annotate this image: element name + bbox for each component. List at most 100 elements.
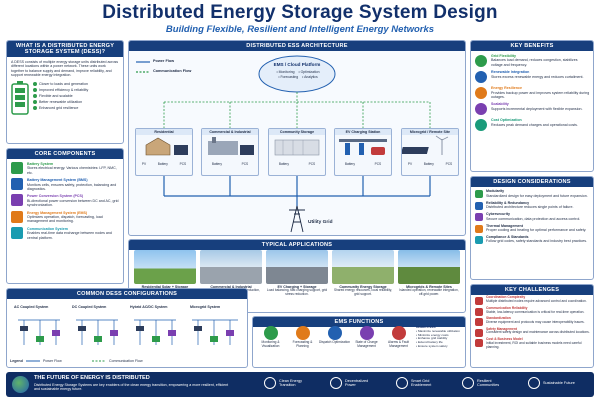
config-title: DC Coupled System bbox=[72, 305, 107, 309]
site-commercial: Commercial & Industrial Battery PCS bbox=[201, 128, 259, 176]
grid-flexibility-icon bbox=[475, 55, 487, 67]
community-icon bbox=[462, 377, 474, 389]
footer-title: THE FUTURE OF ENERGY IS DISTRIBUTED bbox=[34, 375, 150, 381]
configurations-heading: COMMON DESS CONFIGURATIONS bbox=[7, 289, 247, 299]
money-icon bbox=[475, 338, 483, 347]
compliance-icon bbox=[475, 235, 483, 244]
cloud-item: • Optimization bbox=[298, 70, 320, 74]
footer-tile: Sustainable Future bbox=[528, 377, 577, 389]
footer-tile: Clean Energy Transition bbox=[264, 377, 313, 389]
what-is-bullet: Enhanced grid resilience bbox=[33, 106, 119, 111]
challenges-heading: KEY CHALLENGES bbox=[471, 285, 593, 295]
coordination-icon bbox=[475, 297, 483, 306]
cloud-platform-title: EMS / Cloud Platform bbox=[273, 62, 321, 67]
unit-label: PCS bbox=[179, 162, 187, 166]
footer-banner: THE FUTURE OF ENERGY IS DISTRIBUTED Dist… bbox=[6, 372, 594, 397]
battery-soc-icon bbox=[359, 326, 374, 340]
core-components-heading: CORE COMPONENTS bbox=[7, 149, 123, 159]
monitor-icon bbox=[263, 326, 278, 340]
unit-label: PV bbox=[407, 162, 413, 166]
ems-function-monitoring: Monitoring & Visualization bbox=[255, 324, 286, 362]
what-is-body: A DESS consists of multiple energy stora… bbox=[11, 60, 119, 78]
component-item: Energy Management System (EMS)Optimizes … bbox=[11, 210, 119, 224]
ems-objectives: OBJECTIVES • Maximize renewable utilizat… bbox=[416, 325, 464, 349]
page-title: Distributed Energy Storage System Design bbox=[102, 2, 498, 23]
site-ev-charging: EV Charging Station Battery PCS bbox=[334, 128, 392, 176]
component-item: Power Conversion System (PCS)Bi-directio… bbox=[11, 194, 119, 207]
leaf-icon bbox=[264, 377, 276, 389]
legend-comm: Communication Flow bbox=[109, 359, 143, 363]
site-community: Community Storage Battery PCS bbox=[268, 128, 326, 176]
what-is-heading: WHAT IS A DISTRIBUTED ENERGY STORAGE SYS… bbox=[7, 41, 123, 57]
configurations-panel: COMMON DESS CONFIGURATIONS bbox=[6, 288, 248, 368]
footer-text: Distributed Energy Storage Systems are k… bbox=[34, 383, 229, 392]
what-is-bullet: Improved efficiency & reliability bbox=[33, 88, 119, 93]
footer-tile: Decentralized Power bbox=[330, 377, 379, 389]
cloud-item: • Monitoring bbox=[276, 70, 295, 74]
legend-comm-label: Communication Flow bbox=[153, 69, 192, 73]
house-icon bbox=[145, 137, 188, 156]
app-ev-charging: EV Charging + Storage Load balancing, fa… bbox=[266, 250, 328, 312]
warning-icon bbox=[475, 328, 483, 337]
cost-icon bbox=[475, 119, 487, 132]
standards-icon bbox=[475, 318, 483, 327]
unit-label: Battery bbox=[211, 162, 222, 166]
unit-label: Battery bbox=[278, 162, 289, 166]
battery-system-icon bbox=[11, 162, 23, 174]
footer-tile: Resilient Communities bbox=[462, 377, 511, 389]
objective-item: • Enhance grid stability bbox=[416, 336, 448, 341]
ems-function-dispatch: Dispatch Optimization bbox=[319, 324, 350, 362]
renewable-icon bbox=[475, 71, 487, 84]
factory-icon bbox=[208, 137, 254, 155]
battery-icon bbox=[11, 80, 29, 115]
legend-power: Power Flow bbox=[43, 359, 62, 363]
config-title: AC Coupled System bbox=[14, 305, 49, 309]
globe-icon bbox=[528, 377, 540, 389]
legend-power-label: Power Flow bbox=[153, 59, 175, 63]
objective-item: • Ensure system safety bbox=[416, 343, 448, 348]
utility-grid-label: Utility Grid bbox=[308, 220, 333, 225]
modularity-icon bbox=[475, 190, 483, 199]
thermometer-icon bbox=[475, 224, 483, 233]
unit-label: PV bbox=[141, 162, 147, 166]
design-heading: DESIGN CONSIDERATIONS bbox=[471, 177, 593, 187]
ems-heading: EMS FUNCTIONS bbox=[253, 317, 465, 327]
resilience-icon bbox=[475, 87, 487, 100]
unit-label: PCS bbox=[241, 162, 249, 166]
benefits-heading: KEY BENEFITS bbox=[471, 41, 593, 51]
what-is-bullet: Closer to loads and generation bbox=[33, 82, 119, 87]
alarm-icon bbox=[391, 326, 406, 340]
shield-icon bbox=[475, 213, 483, 222]
unit-label: Battery bbox=[157, 162, 168, 166]
smart-grid-icon bbox=[396, 377, 408, 389]
footer-tile: Smart Grid Enablement bbox=[396, 377, 445, 389]
what-is-panel: WHAT IS A DISTRIBUTED ENERGY STORAGE SYS… bbox=[6, 40, 124, 144]
ems-function-soc: State of Charge Management bbox=[351, 324, 382, 362]
bms-icon bbox=[11, 178, 23, 191]
page-subtitle: Building Flexible, Resilient and Intelli… bbox=[165, 24, 435, 35]
reliability-icon bbox=[475, 201, 483, 210]
architecture-heading: DISTRIBUTED ESS ARCHITECTURE bbox=[129, 41, 465, 51]
unit-label: Battery bbox=[423, 162, 434, 166]
container-icon bbox=[274, 139, 320, 156]
config-title: Hybrid AC/DC System bbox=[130, 305, 168, 309]
unit-label: Battery bbox=[344, 162, 355, 166]
app-microgrid: Microgrids & Remote Sites Islanded opera… bbox=[398, 250, 460, 312]
site-microgrid: Microgrid / Remote Site PV Battery PCS bbox=[400, 128, 459, 176]
component-item: Battery Management System (BMS)Monitors … bbox=[11, 178, 119, 191]
